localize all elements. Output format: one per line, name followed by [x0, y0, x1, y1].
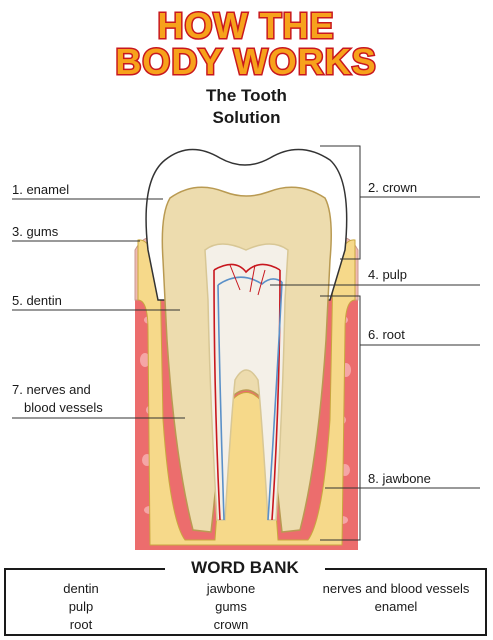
label-root: 6. root [368, 327, 405, 342]
label-dentin: 5. dentin [12, 293, 62, 308]
word-bank-item: pulp [68, 599, 94, 614]
label-nerves-line1: 7. nerves and [12, 382, 91, 397]
label-pulp: 4. pulp [368, 267, 408, 282]
word-bank-item: crown [213, 617, 249, 632]
word-bank-item: jawbone [206, 581, 256, 596]
word-bank-item: gums [215, 599, 247, 614]
title-banner: HOW THE BODY WORKS [114, 4, 377, 83]
word-bank-item: enamel [374, 599, 418, 614]
banner-line-1: HOW THE [158, 5, 335, 46]
banner-line-2: BODY WORKS [115, 41, 376, 82]
pulp-chamber [204, 243, 289, 521]
word-bank-title: WORD BANK [165, 557, 325, 579]
leader-lines [12, 145, 480, 541]
word-bank-list: dentin jawbone nerves and blood vessels … [6, 580, 486, 633]
label-gums: 3. gums [12, 224, 59, 239]
label-enamel: 1. enamel [12, 182, 70, 197]
label-nerves-line2: blood vessels [24, 400, 103, 415]
word-bank-item: root [69, 617, 93, 632]
word-bank-item: nerves and blood vessels [322, 581, 470, 596]
label-jawbone: 8. jawbone [368, 471, 431, 486]
page-title: The Tooth [206, 86, 287, 105]
label-crown: 2. crown [368, 180, 418, 195]
word-bank-item: dentin [63, 581, 99, 596]
nerves-and-blood-vessels [213, 263, 283, 521]
tooth-diagram [12, 145, 480, 550]
page-subtitle: Solution [212, 108, 281, 127]
